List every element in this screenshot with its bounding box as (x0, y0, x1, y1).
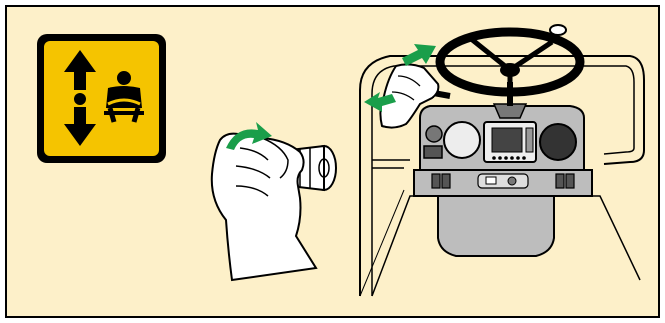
seat-adjust-symbol (37, 34, 166, 163)
pivot-dot-icon (74, 93, 86, 105)
